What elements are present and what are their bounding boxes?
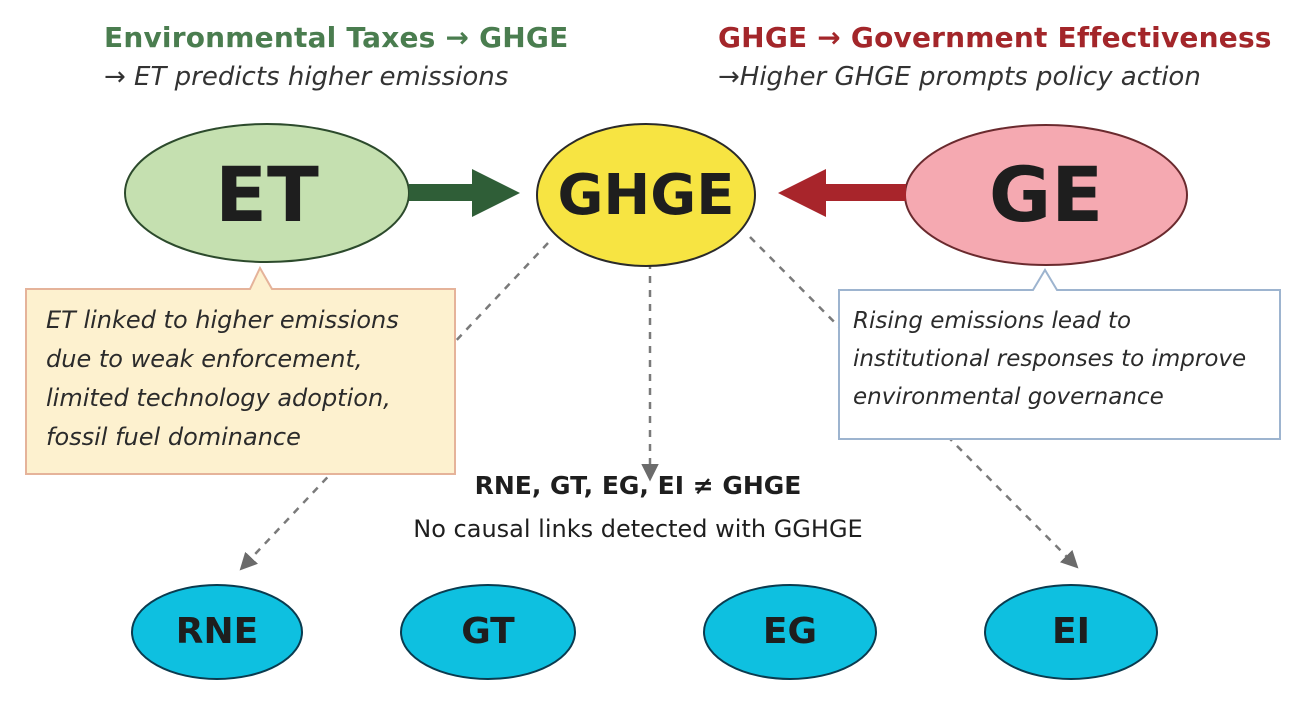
left-subheading: → ET predicts higher emissions: [104, 62, 509, 92]
red-arrow: [778, 169, 906, 217]
gt-node: [400, 584, 576, 680]
left-callout-line-2: due to weak enforcement,: [46, 345, 363, 373]
center-note-title: RNE, GT, EG, EI ≠ GHGE: [474, 471, 802, 500]
rne-node: [131, 584, 303, 680]
green-arrow: [409, 169, 520, 217]
ghge-node: [536, 123, 756, 267]
left-callout-line-4: fossil fuel dominance: [46, 423, 301, 451]
right-callout-line-1: Rising emissions lead to: [853, 308, 1132, 334]
center-note-subtitle: No causal links detected with GGHGE: [413, 515, 863, 543]
ei-node: [984, 584, 1158, 680]
ge-node-label: GE: [988, 150, 1104, 239]
right-heading: GHGE → Government Effectiveness: [718, 21, 1272, 54]
dashed-connectors: [239, 236, 1079, 571]
dashed-arrow-ghge-to-rne: [239, 242, 549, 571]
left-callout-box: [25, 265, 456, 475]
rne-node-label: RNE: [175, 611, 259, 652]
left-callout-line-3: limited technology adoption,: [46, 384, 391, 412]
right-callout-line-2: institutional responses to improve: [853, 346, 1247, 372]
ghge-node-label: GHGE: [557, 163, 735, 228]
ei-node-label: EI: [1052, 611, 1090, 652]
gt-node-label: GT: [461, 611, 515, 652]
left-heading: Environmental Taxes → GHGE: [104, 21, 569, 54]
right-callout-line-3: environmental governance: [853, 384, 1164, 410]
et-node-label: ET: [215, 150, 319, 239]
right-subheading: →Higher GHGE prompts policy action: [718, 62, 1201, 92]
eg-node-label: EG: [762, 611, 818, 652]
right-callout-box: [838, 268, 1281, 440]
left-callout-line-1: ET linked to higher emissions: [46, 306, 399, 334]
eg-node: [703, 584, 877, 680]
